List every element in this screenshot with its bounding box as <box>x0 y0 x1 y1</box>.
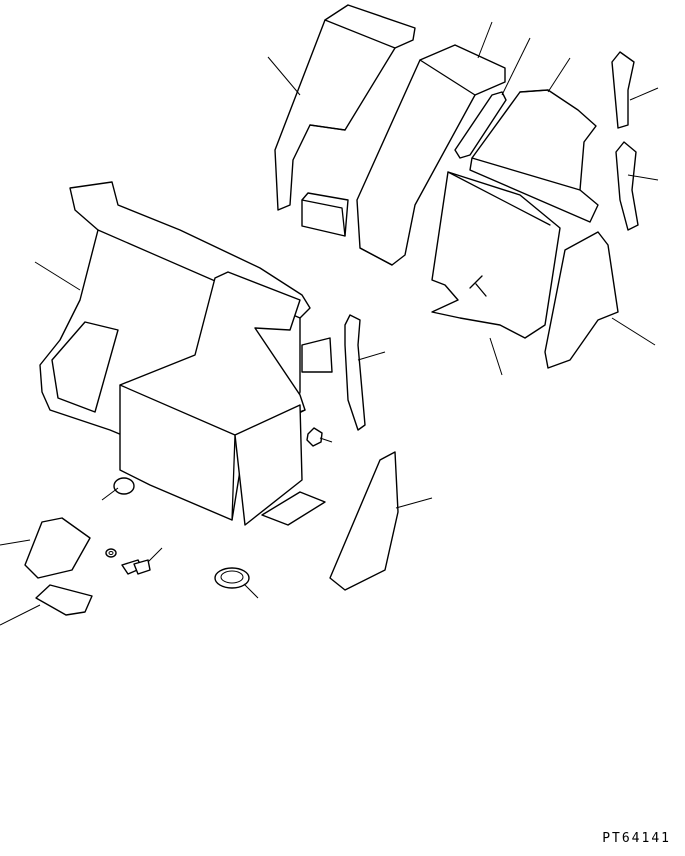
side-insulation-pad-right <box>544 231 619 369</box>
side-panel-triangular <box>329 451 399 591</box>
battery-box <box>119 271 306 526</box>
washer <box>105 548 117 558</box>
figure-code: PT64141 <box>602 831 671 846</box>
mounting-bracket-right <box>301 337 333 373</box>
insulation-block-small <box>301 192 349 237</box>
bolt <box>121 559 151 575</box>
leader-lines <box>0 21 659 626</box>
insulation-pad-large-front <box>356 44 506 266</box>
plate-pad <box>35 584 93 616</box>
rubber-grommet-left <box>113 477 135 495</box>
insulation-pad-middle <box>469 89 599 223</box>
insulation-strip-thin <box>454 91 507 159</box>
mount-bracket-bottom <box>261 491 326 526</box>
side-pad-vertical <box>344 314 366 431</box>
insulation-strip-right-upper <box>611 51 635 129</box>
insulation-pad-rear-tall <box>274 4 416 211</box>
insulation-strip-right-lower <box>615 141 639 231</box>
seal-ring <box>214 567 250 589</box>
floor-insulation-pad <box>431 171 561 339</box>
rubber-grommet-right <box>306 427 323 447</box>
clamp-bracket <box>24 517 91 579</box>
